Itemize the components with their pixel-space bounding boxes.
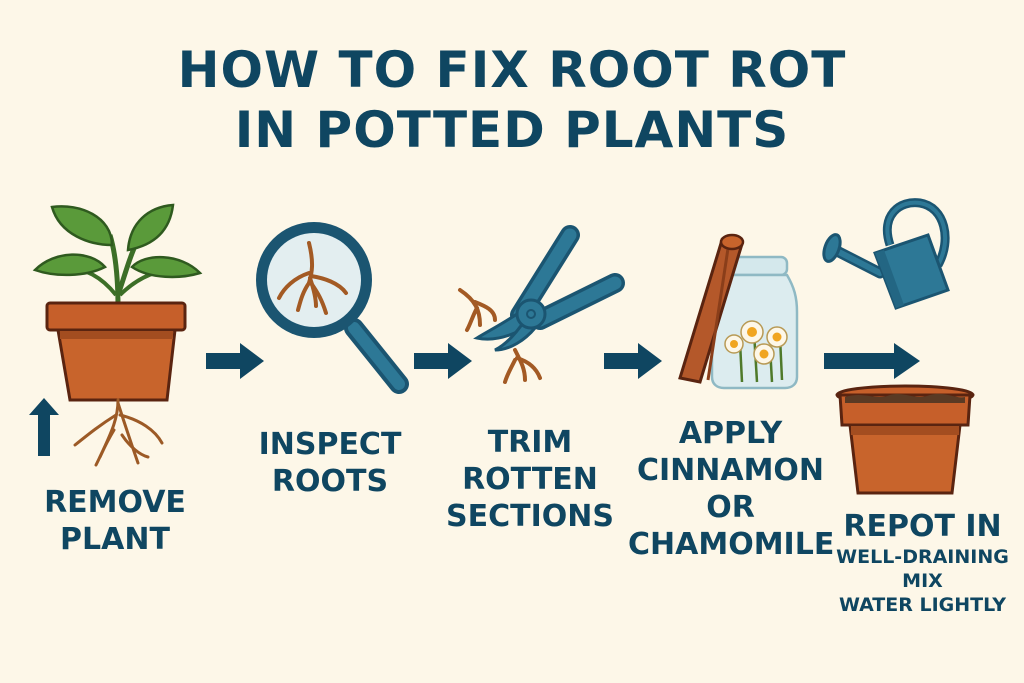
title-line-2: IN POTTED PLANTS [234, 101, 790, 159]
label-line: REPOT IN [843, 509, 1002, 544]
arrow-up-icon [28, 398, 60, 456]
step-label-repot: REPOT IN WELL-DRAINING MIX WATER LIGHTLY [830, 508, 1015, 617]
label-line: PLANT [60, 522, 170, 557]
label-line: SECTIONS [446, 499, 614, 534]
step-label-inspect-roots: INSPECT ROOTS [245, 426, 415, 500]
label-line: APPLY [678, 416, 783, 451]
plant-pot-with-roots-icon [30, 195, 210, 475]
cinnamon-chamomile-jar-icon [672, 232, 802, 392]
label-line: CHAMOMILE [628, 527, 835, 562]
magnifying-glass-roots-icon [254, 218, 414, 398]
arrow-right-icon [414, 343, 472, 379]
label-line: ROTTEN [462, 462, 598, 497]
title-line-1: HOW TO FIX ROOT ROT [177, 41, 847, 99]
step-label-apply-cinnamon-chamomile: APPLY CINNAMON OR CHAMOMILE [628, 415, 835, 563]
label-line: ROOTS [271, 464, 389, 499]
arrow-right-icon [604, 343, 662, 379]
label-line: TRIM [487, 425, 573, 460]
label-line: OR [706, 490, 755, 525]
label-line: REMOVE [44, 485, 186, 520]
step-label-trim-rotten-sections: TRIM ROTTEN SECTIONS [440, 424, 620, 535]
pruning-shears-icon [455, 220, 625, 390]
empty-pot-icon [835, 384, 985, 500]
label-line: INSPECT [258, 427, 402, 462]
label-line: CINNAMON [636, 453, 825, 488]
label-subline: WELL-DRAINING [836, 546, 1009, 568]
page-title: HOW TO FIX ROOT ROT IN POTTED PLANTS [0, 40, 1024, 160]
arrow-right-icon [206, 343, 264, 379]
watering-can-icon [820, 195, 960, 325]
label-subline: MIX [902, 570, 943, 592]
step-label-remove-plant: REMOVE PLANT [35, 484, 195, 558]
label-subline: WATER LIGHTLY [838, 594, 1007, 616]
arrow-right-icon [824, 343, 920, 379]
